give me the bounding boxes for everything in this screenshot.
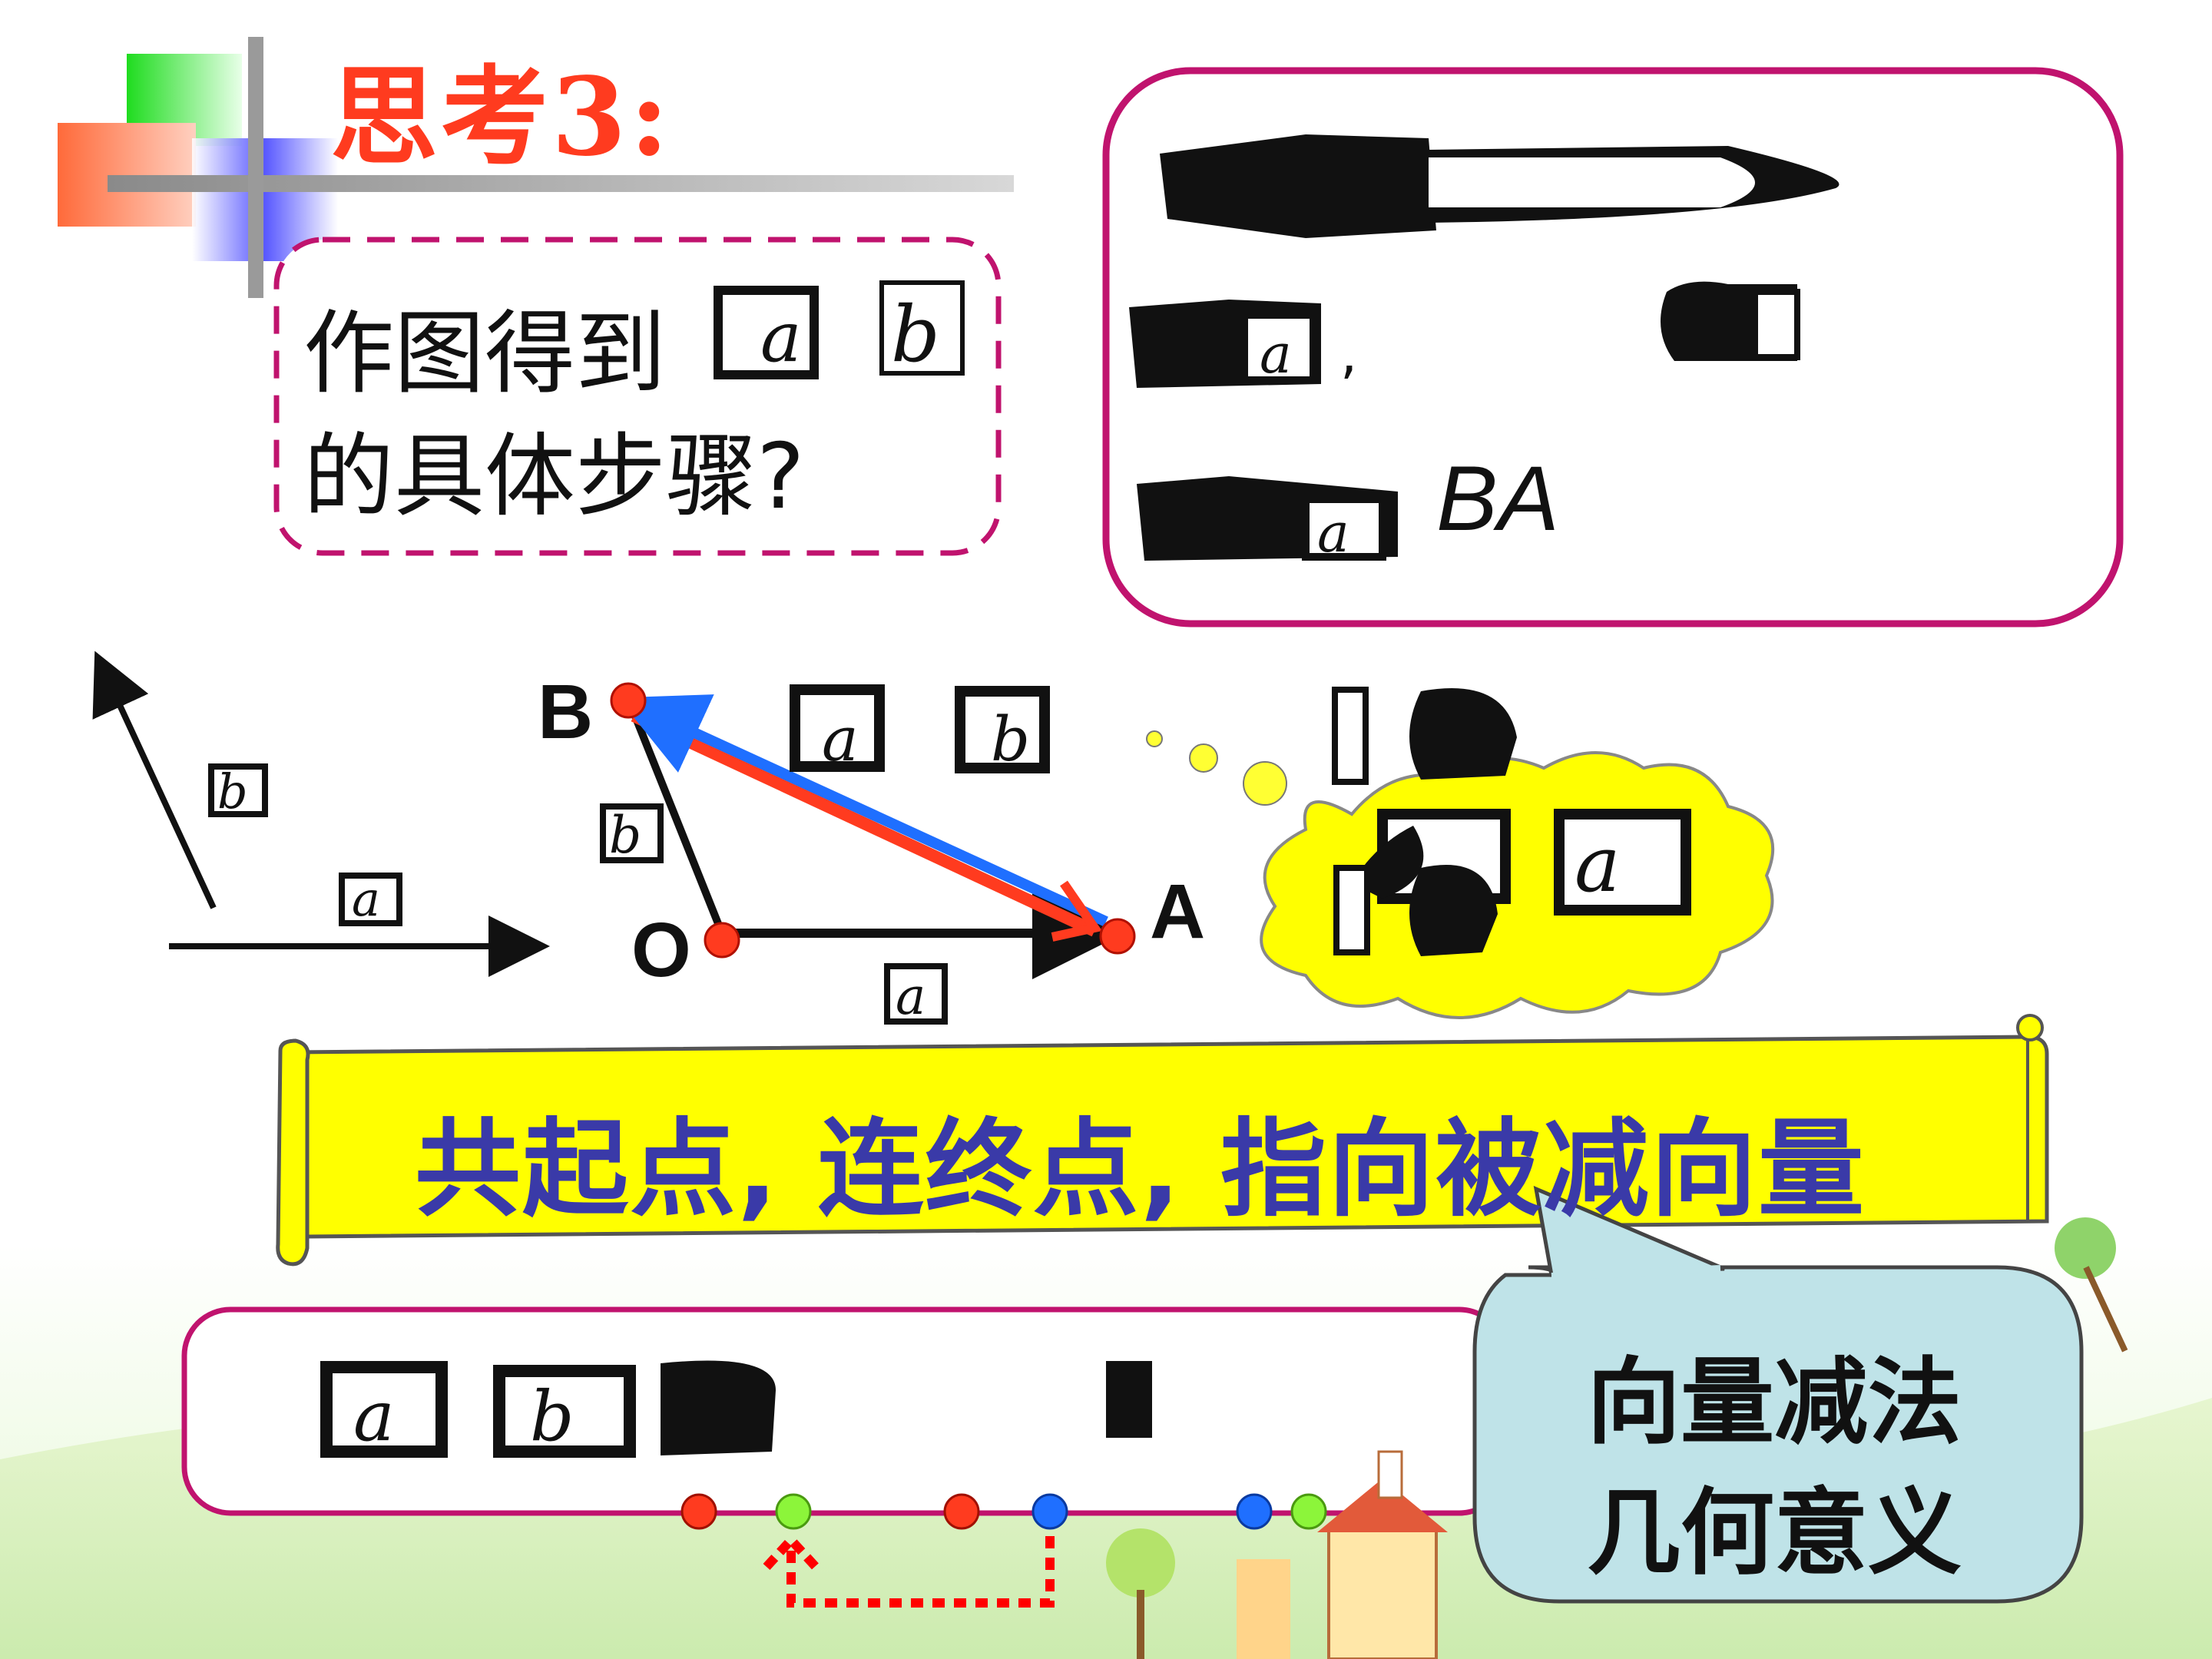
thought-dot-small <box>1146 730 1163 747</box>
point-a-label: A <box>1150 869 1206 955</box>
vector-ba-blue <box>618 694 1108 927</box>
thought-cloud-formula-garbled: a <box>1332 687 1691 956</box>
callout-pointer-join <box>1551 1265 1721 1280</box>
svg-text:a: a <box>1260 323 1292 386</box>
decorative-houses <box>1237 1450 1448 1659</box>
callout-line-1: 向量减法 <box>1587 1346 1962 1457</box>
svg-text:b: b <box>991 704 1030 775</box>
banner-scroll <box>276 1014 2049 1267</box>
answer-comma: , <box>1340 323 1358 386</box>
question-line-1: 作图得到 <box>303 300 667 406</box>
svg-text:a: a <box>896 967 926 1026</box>
label-a-triangle: a <box>884 963 948 1026</box>
slide-title: 思考3: <box>330 55 673 180</box>
callout-bubble <box>1472 1265 2084 1604</box>
question-line-2: 的具体步骤? <box>303 423 805 529</box>
label-b-left: b <box>208 763 268 820</box>
point-o-label: O <box>631 907 691 993</box>
svg-text:a: a <box>1317 502 1349 565</box>
answer-formula-garbled: a a <box>1129 134 1839 565</box>
svg-text:b: b <box>891 290 940 379</box>
bottom-dot-row <box>680 1493 1327 1530</box>
banner-text: 共起点, 连终点, 指向被减向量 <box>415 1108 1866 1231</box>
point-a-dot <box>1099 918 1136 955</box>
decorative-tree <box>1106 1217 2128 1659</box>
svg-text:b: b <box>217 763 248 820</box>
question-text: 作图得到 的具体步骤? <box>303 292 805 538</box>
formula-a-minus-b-triangle: a b <box>790 684 1050 775</box>
svg-text:a: a <box>760 297 802 378</box>
point-o-dot <box>704 922 740 959</box>
thought-dot-medium <box>1189 743 1218 773</box>
svg-text:a: a <box>352 871 380 927</box>
vector-b-left <box>92 651 217 909</box>
callout-line-2: 几何意义 <box>1587 1477 1962 1588</box>
label-a-left: a <box>339 871 402 927</box>
dashed-connector <box>786 1536 1055 1608</box>
label-b-triangle: b <box>600 803 664 865</box>
svg-text:b: b <box>609 806 641 865</box>
svg-text:a: a <box>1575 820 1621 909</box>
answer-label-ba: BA <box>1436 447 1560 550</box>
dashed-connector-arrowhead <box>763 1533 820 1571</box>
callout-text: 向量减法 几何意义 <box>1482 1336 2066 1598</box>
vector-ab-red-arrowhead <box>1051 880 1103 942</box>
corner-decoration <box>58 37 1014 298</box>
vector-a-minus-b-formula: a b <box>714 280 965 379</box>
bottom-formula-garbled: a b <box>320 1360 1152 1458</box>
svg-text:a: a <box>353 1376 395 1457</box>
point-b-label: B <box>538 669 594 755</box>
thought-dot-large <box>1243 761 1287 806</box>
svg-text:a: a <box>822 704 859 775</box>
svg-text:b: b <box>530 1376 575 1457</box>
point-b-dot <box>610 682 647 719</box>
